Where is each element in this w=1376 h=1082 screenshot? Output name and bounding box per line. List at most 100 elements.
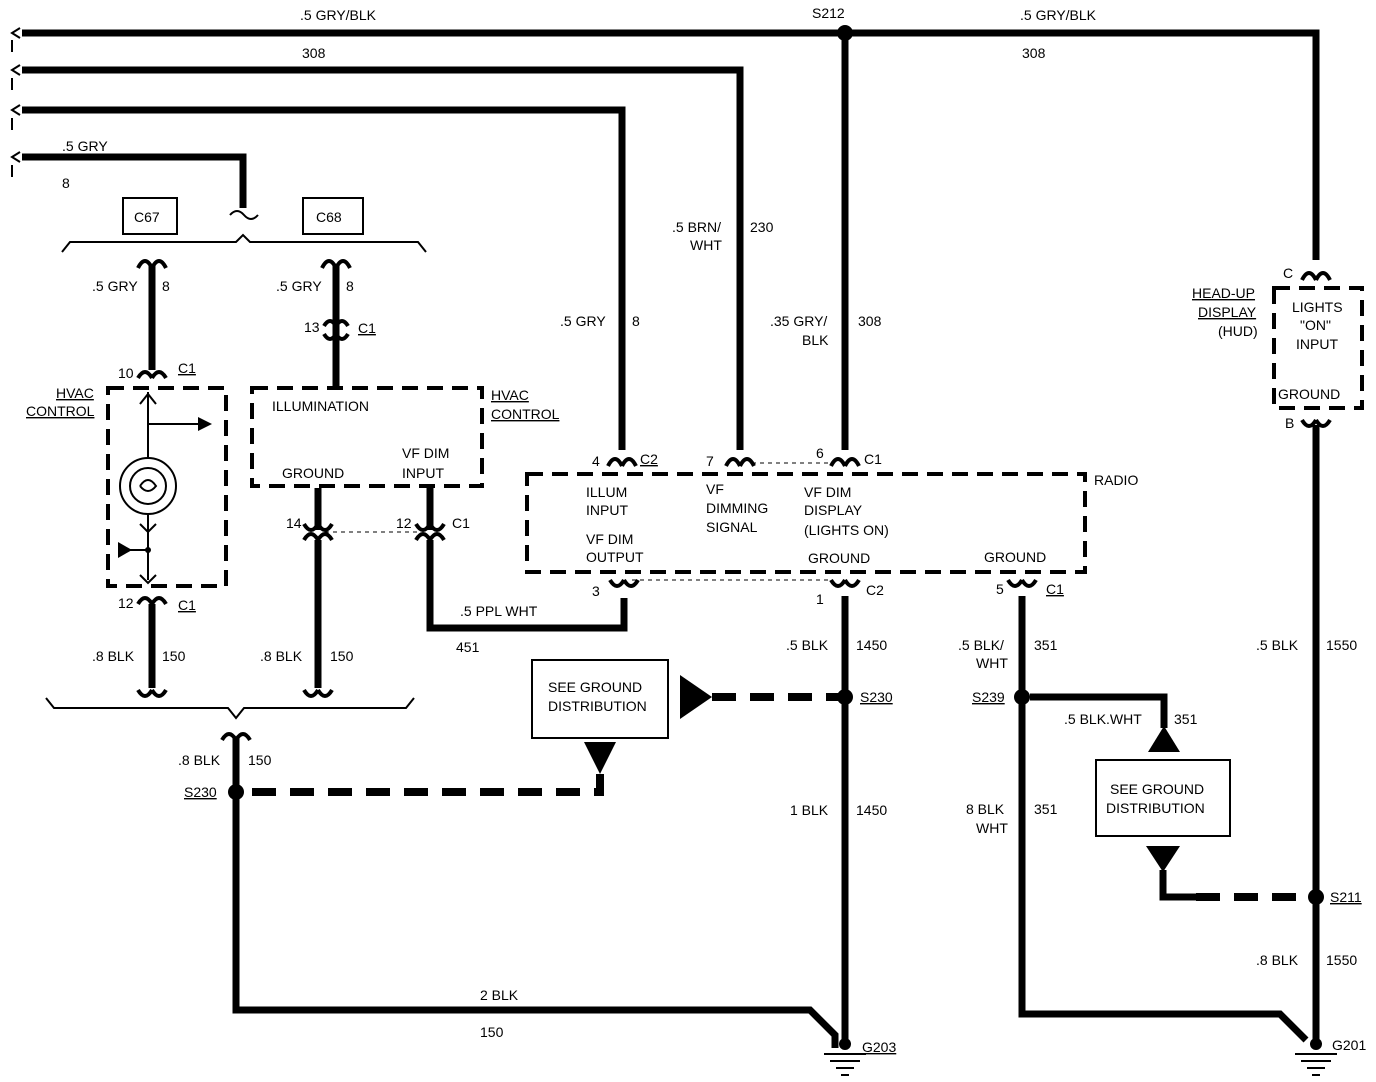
wire-radio-gnd2-gauge: 1 BLK [790,802,829,818]
connector-c68-box [302,197,364,235]
hud-lights-1: LIGHTS [1292,299,1343,315]
radio-vf-dimming-3: SIGNAL [706,519,758,535]
top-feed-wires [10,27,1320,450]
hvac-right-pin-gnd: 14 [286,515,302,531]
hvac-left-wires [136,259,168,698]
wire-radio-gnd-gauge: .5 BLK [786,637,829,653]
wire-gry-feed-gauge: .5 GRY [62,138,108,154]
hvac-right-pin-vf: 12 [396,515,412,531]
ground-dist-2-stub [1159,870,1196,901]
radio-pin-6: 6 [816,445,824,461]
radio-illum-2: INPUT [586,502,628,518]
ground-dist-1-line2: DISTRIBUTION [548,698,647,714]
hvac-left-box [106,386,228,588]
wire-c67-gauge: .5 GRY [92,278,138,294]
radio-conn-c1-bottom: C1 [1046,581,1064,597]
wire-gryblk-gauge-2: BLK [802,332,829,348]
hud-box [1272,286,1364,410]
radio-vf-display-3: (LIGHTS ON) [804,522,889,538]
wire-ppl-circuit: 451 [456,639,480,655]
radio-conn-c2-bottom: C2 [866,582,884,598]
radio-pin5-ground-wire [1018,596,1309,1043]
hvac-left-pin-bottom: 12 [118,595,134,611]
hud-ground: GROUND [1278,386,1340,402]
hvac-right-vf-dim-1: VF DIM [402,445,449,461]
wire-gryblk-circuit: 308 [858,313,882,329]
radio-pin-7: 7 [706,453,714,469]
wire-c67-circuit: 8 [162,278,170,294]
hud-pin-c: C [1283,265,1293,281]
wire-top-right-circuit: 308 [1022,45,1046,61]
ground-dist-1-box [531,659,669,739]
connector-c67-box [122,197,178,235]
wire-hud-blk-circuit: 1550 [1326,637,1357,653]
hvac-left-title-2: CONTROL [26,403,95,419]
hvac-right-vf-dim-2: INPUT [402,465,444,481]
wire-hvac2-blk-circuit: 150 [330,648,354,664]
hvac-ground-merge [45,697,839,1048]
radio-pin-4: 4 [592,453,600,469]
hvac-right-ground: GROUND [282,465,344,481]
splice-s211-label: S211 [1330,889,1362,905]
hud-lights-3: INPUT [1296,336,1338,352]
splice-s239-dot [1014,689,1030,705]
radio-conn-c1-top: C1 [864,451,882,467]
radio-ground-2: GROUND [984,549,1046,565]
ground-dist-2-line2: DISTRIBUTION [1106,800,1205,816]
connector-c67-label: C67 [134,209,160,225]
ground-dist-2-box [1095,759,1231,837]
wire-top-left-circuit: 308 [302,45,326,61]
wire-blkwht-gauge-1: .5 BLK/ [958,637,1004,653]
wire-radio-gnd-circuit: 1450 [856,637,887,653]
radio-connector-marks [606,457,1038,588]
hud-lights-2: "ON" [1300,317,1331,333]
hvac-left-title-1: HVAC [56,385,94,401]
wire-brn-gauge-1: .5 BRN/ [672,219,721,235]
hvac-right-title-1: HVAC [491,387,529,403]
radio-vf-dim-out-2: OUTPUT [586,549,644,565]
wire-radio-gry-gauge: .5 GRY [560,313,606,329]
wire-hvac2-blk-gauge: .8 BLK [260,648,303,664]
hvac-right-illumination: ILLUMINATION [272,398,369,414]
splice-s212-dot [837,25,853,41]
splice-s230-left-label: S230 [184,784,217,800]
wire-gry-feed-circuit: 8 [62,175,70,191]
wire-brn-gauge-2: WHT [690,237,722,253]
ground-g203-label: G203 [862,1039,896,1055]
wire-bottom-blk-gauge: 2 BLK [480,987,519,1003]
ground-g201-symbol [1295,1038,1337,1076]
wire-blkwht-gauge-2: WHT [976,655,1008,671]
wire-c68-gauge: .5 GRY [276,278,322,294]
hvac-right-conn-top: C1 [358,320,376,336]
splice-s212-label: S212 [812,5,845,21]
ground-dist-1-line1: SEE GROUND [548,679,642,695]
wire-hud-blk2-circuit: 1550 [1326,952,1357,968]
radio-ground-1: GROUND [808,550,870,566]
hud-title-2: DISPLAY [1198,304,1257,320]
wire-blkwht2-gauge-2: WHT [976,820,1008,836]
hud-title-3: (HUD) [1218,323,1258,339]
wire-top-left-gauge: .5 GRY/BLK [300,7,377,23]
hvac-left-pin-top: 10 [118,365,134,381]
hvac-right-pin-top: 13 [304,319,320,335]
hud-pin-b: B [1285,415,1294,431]
splice-s230-right-dot [837,689,853,705]
radio-pin-3: 3 [592,583,600,599]
s239-branch-wire [1030,693,1168,728]
wire-gryblk-gauge-1: .35 GRY/ [770,313,827,329]
radio-vf-dimming-1: VF [706,481,724,497]
wire-hvac1-blk-circuit: 150 [162,648,186,664]
wire-radio-gry-circuit: 8 [632,313,640,329]
radio-conn-c2-top: C2 [640,451,658,467]
wire-top-right-gauge: .5 GRY/BLK [1020,7,1097,23]
radio-pin-5: 5 [996,581,1004,597]
wire-blkwht-branch-circuit: 351 [1174,711,1198,727]
radio-vf-display-1: VF DIM [804,484,851,500]
radio-box [525,472,1087,574]
wire-blkwht-branch-gauge: .5 BLK.WHT [1064,711,1142,727]
wire-hud-blk-gauge: .5 BLK [1256,637,1299,653]
wire-hvac1-blk-gauge: .8 BLK [92,648,135,664]
wire-blkwht2-circuit: 351 [1034,801,1058,817]
wire-c68-circuit: 8 [346,278,354,294]
